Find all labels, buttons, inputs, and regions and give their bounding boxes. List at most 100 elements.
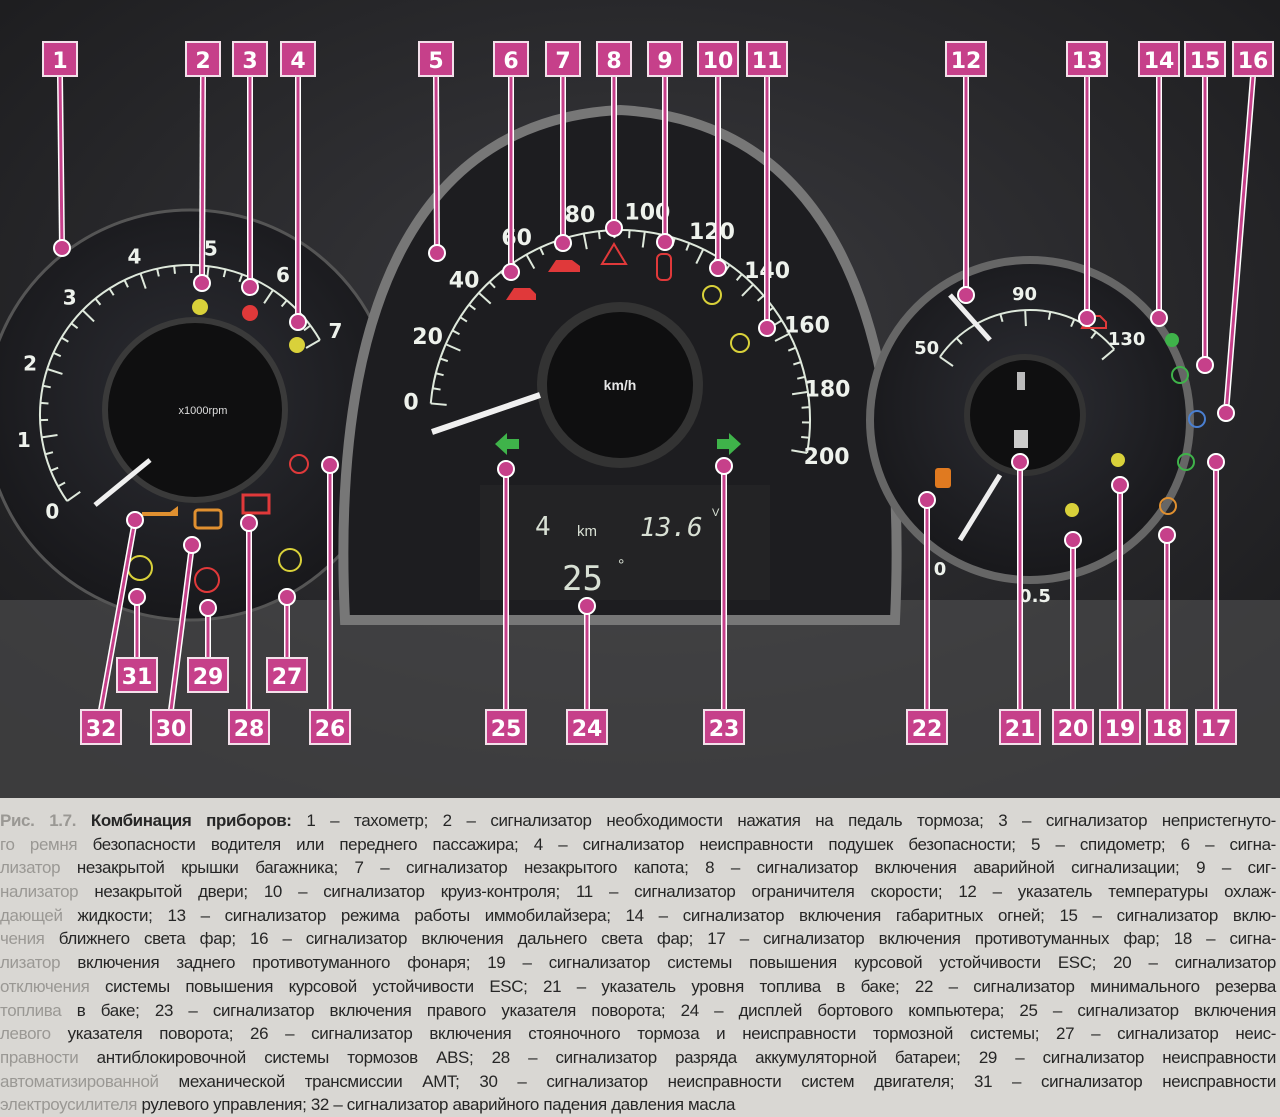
callout-number: 6 <box>503 49 518 74</box>
callout-dot <box>429 245 445 261</box>
coolant-temperature-icon <box>1017 372 1025 390</box>
caption-line: автоматизированной механической трансмис… <box>0 1070 1280 1094</box>
speedometer-label: 180 <box>805 378 851 403</box>
caption-line-start: нализатор <box>0 882 94 901</box>
caption-line: чения ближнего света фар; 16 – сигнализа… <box>0 927 1280 951</box>
tachometer-tick <box>174 266 175 274</box>
callout-dot <box>1012 454 1028 470</box>
callout-dot <box>241 515 257 531</box>
callout-dot <box>503 264 519 280</box>
caption-text: 1 – тахометр; 2 – сигнализатор необходим… <box>292 811 1276 830</box>
speedometer-label: 20 <box>412 325 443 350</box>
callout-number: 16 <box>1238 49 1269 74</box>
caption-text: механической трансмиссии AMT; 30 – сигна… <box>179 1072 1276 1091</box>
caption-text: ближнего света фар; 16 – сигнализатор вк… <box>59 929 1276 948</box>
tachometer-label: 4 <box>128 244 142 268</box>
callout-dot <box>322 457 338 473</box>
callout-dot <box>54 240 70 256</box>
caption-text: включения заднего противотуманного фонар… <box>77 953 1276 972</box>
tachometer-unit: x1000rpm <box>179 405 228 417</box>
caption-text: антиблокировочной системы тормозов ABS; … <box>97 1048 1276 1067</box>
dashboard-lower-panel <box>0 600 1280 798</box>
callout-number: 2 <box>195 49 210 74</box>
callout-number: 10 <box>703 49 734 74</box>
tachometer-label: 3 <box>63 286 77 310</box>
caption-title: Комбинация приборов: <box>91 811 292 830</box>
callout-dot <box>1218 405 1234 421</box>
callout-number: 3 <box>242 49 257 74</box>
callout-number: 20 <box>1058 717 1089 742</box>
speedometer-label: 40 <box>449 268 480 293</box>
speedometer-tick <box>433 388 441 389</box>
callout-number: 24 <box>572 717 603 742</box>
callout-leader <box>436 76 437 253</box>
callout-number: 15 <box>1190 49 1221 74</box>
caption-line: топлива в баке; 23 – сигнализатор включе… <box>0 999 1280 1023</box>
caption-line: го ремня безопасности водителя или перед… <box>0 833 1280 857</box>
speedometer-tick <box>801 437 809 438</box>
caption-line-start: чения <box>0 929 59 948</box>
caption-text: жидкости; 13 – сигнализатор режима работ… <box>78 906 1276 925</box>
caption-text: системы повышения курсовой устойчивости … <box>105 977 1276 996</box>
callout-number: 27 <box>272 665 303 690</box>
callout-number: 12 <box>951 49 982 74</box>
caption-line: левого указателя поворота; 26 – сигнализ… <box>0 1022 1280 1046</box>
caption-line-start: Рис. 1.7. <box>0 811 91 830</box>
callout-dot <box>1159 527 1175 543</box>
esc-icon <box>1111 453 1125 467</box>
callout-dot <box>242 279 258 295</box>
callout-number: 7 <box>555 49 570 74</box>
callout-dot <box>759 320 775 336</box>
callout-number: 23 <box>709 717 740 742</box>
callout-dot <box>1197 357 1213 373</box>
speedometer-tick <box>431 403 447 404</box>
caption-line-start: электроусилителя <box>0 1095 141 1114</box>
caption-text: безопасности водителя или переднего пасс… <box>93 835 1276 854</box>
temperature-unit: ° <box>618 557 624 574</box>
tachometer-label: 0 <box>45 499 59 523</box>
caption-line: нализатор незакрытой двери; 10 – сигнали… <box>0 880 1280 904</box>
callout-number: 25 <box>491 717 522 742</box>
callout-number: 13 <box>1072 49 1103 74</box>
callout-dot <box>194 275 210 291</box>
caption-line: правности антиблокировочной системы торм… <box>0 1046 1280 1070</box>
parking-lights-icon <box>1165 333 1179 347</box>
tachometer-label: 2 <box>23 351 37 375</box>
callout-dot <box>279 589 295 605</box>
tachometer-label: 6 <box>276 263 290 287</box>
callout-dot <box>1065 532 1081 548</box>
caption-line: лизатор включения заднего противотуманно… <box>0 951 1280 975</box>
tachometer-label: 1 <box>17 428 31 452</box>
callout-dot <box>716 458 732 474</box>
caption-line: лизатор незакрытой крышки багажника; 7 –… <box>0 856 1280 880</box>
caption-text: указателя поворота; 26 – сигнализатор вк… <box>68 1024 1276 1043</box>
callout-number: 8 <box>606 49 621 74</box>
caption-line-start: лизатор <box>0 953 77 972</box>
callout-dot <box>1208 454 1224 470</box>
callout-dot <box>579 598 595 614</box>
low-fuel-icon <box>935 468 951 488</box>
callout-dot <box>1079 310 1095 326</box>
temp-gauge-tick <box>1025 310 1026 326</box>
voltage-value: 13.6 <box>640 513 703 543</box>
temp-gauge-label: 50 <box>914 338 939 359</box>
temp-gauge-label: 130 <box>1108 329 1146 350</box>
fuel-pump-icon <box>1014 430 1028 448</box>
caption-line: дающей жидкости; 13 – сигнализатор режим… <box>0 904 1280 928</box>
caption-text: рулевого управления; 32 – сигнализатор а… <box>141 1095 735 1114</box>
callout-dot <box>200 600 216 616</box>
callout-number: 11 <box>752 49 783 74</box>
callout-dot <box>555 235 571 251</box>
caption-line-start: автоматизированной <box>0 1072 179 1091</box>
callout-dot <box>710 260 726 276</box>
callout-number: 32 <box>86 717 117 742</box>
outside-temperature: 25 <box>562 559 603 599</box>
caption-text: незакрытой двери; 10 – сигнализатор круи… <box>94 882 1276 901</box>
callout-number: 5 <box>428 49 443 74</box>
caption-line: отключения системы повышения курсовой ус… <box>0 975 1280 999</box>
callout-dot <box>919 492 935 508</box>
callout-number: 28 <box>234 717 265 742</box>
figure-caption: Рис. 1.7. Комбинация приборов: 1 – тахом… <box>0 809 1280 1117</box>
